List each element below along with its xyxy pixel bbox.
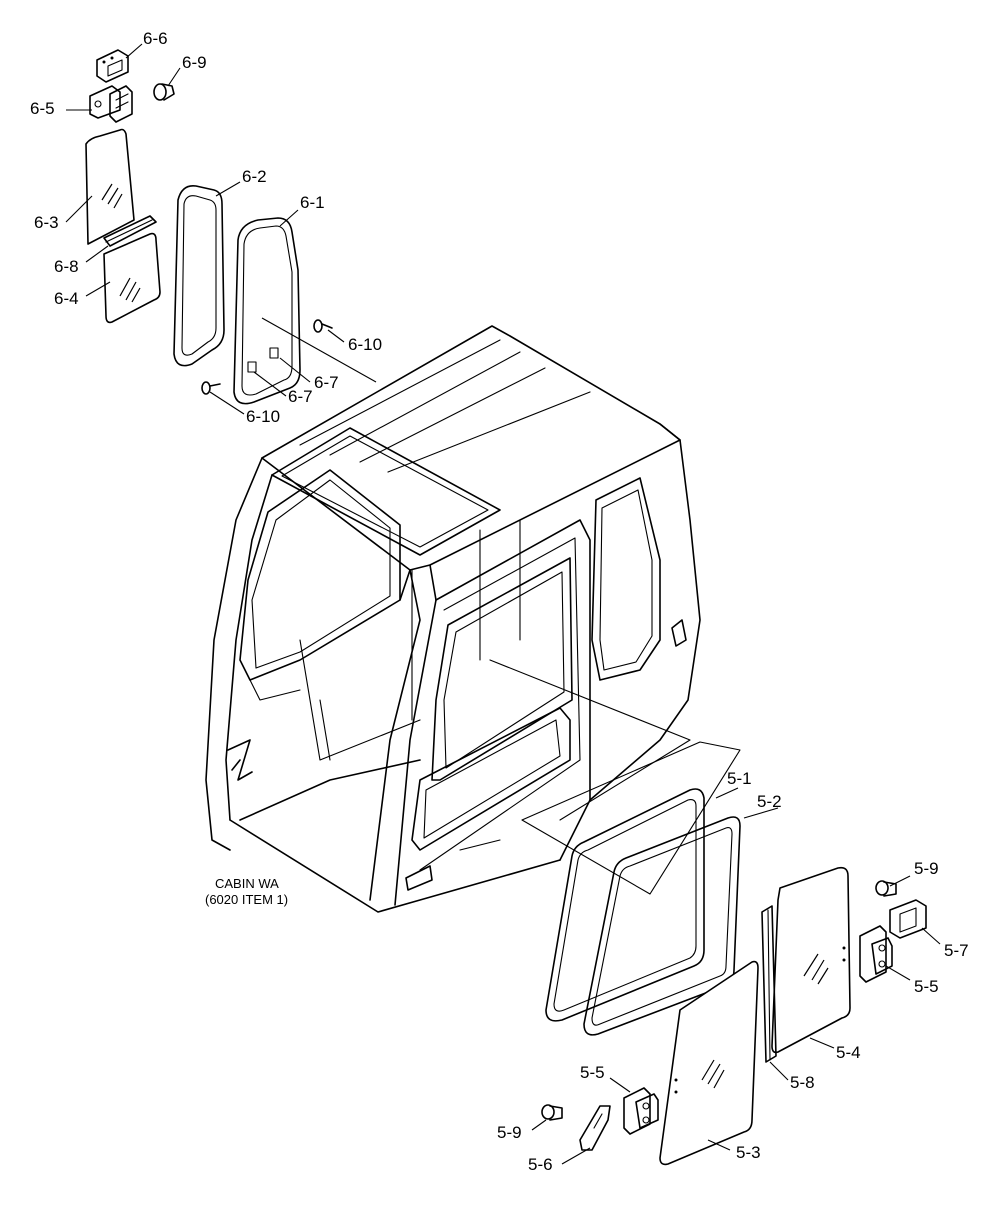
seal-strip-5-8 bbox=[761, 905, 777, 1063]
callout-6-4: 6-4 bbox=[54, 289, 79, 308]
callout-6-3: 6-3 bbox=[34, 213, 59, 232]
hinge-bracket-6-6 bbox=[96, 49, 129, 83]
window-seal-6-2 bbox=[173, 184, 225, 367]
window-seal-5-1 bbox=[545, 788, 705, 1022]
callout-6-6: 6-6 bbox=[143, 29, 168, 48]
callout-5-6: 5-6 bbox=[528, 1155, 553, 1174]
callout-5-9-upper: 5-9 bbox=[914, 859, 939, 878]
callout-6-7-lower: 6-7 bbox=[288, 387, 313, 406]
callout-6-10-lower: 6-10 bbox=[246, 407, 280, 426]
cabin-label-line1: CABIN WA bbox=[215, 876, 279, 891]
hinge-bracket-5-5a bbox=[859, 925, 893, 983]
callout-5-5-lower: 5-5 bbox=[580, 1063, 605, 1082]
callout-5-1: 5-1 bbox=[727, 769, 752, 788]
hinge-bracket-5-5b bbox=[623, 1087, 659, 1135]
window-frame-6-1 bbox=[233, 217, 301, 405]
bolt-6-10b bbox=[201, 381, 221, 395]
hinge-bracket-5-6 bbox=[579, 1105, 611, 1151]
callout-6-5: 6-5 bbox=[30, 99, 55, 118]
callout-5-5-upper: 5-5 bbox=[914, 977, 939, 996]
hinge-bracket-5-7 bbox=[889, 899, 927, 939]
hinge-bracket-6-5 bbox=[89, 85, 133, 123]
bolt-6-9 bbox=[153, 83, 175, 101]
seal-strip-6-8 bbox=[103, 215, 157, 247]
callout-5-2: 5-2 bbox=[757, 792, 782, 811]
glass-panel-6-3 bbox=[85, 128, 135, 245]
callout-5-4: 5-4 bbox=[836, 1043, 861, 1062]
callout-6-7-upper: 6-7 bbox=[314, 373, 339, 392]
callout-6-2: 6-2 bbox=[242, 167, 267, 186]
callout-6-10-upper: 6-10 bbox=[348, 335, 382, 354]
callout-6-9: 6-9 bbox=[182, 53, 207, 72]
glass-panel-6-4 bbox=[103, 232, 161, 324]
bolt-5-9b bbox=[541, 1104, 563, 1121]
cabin-label-line2: (6020 ITEM 1) bbox=[205, 892, 288, 907]
callout-6-8: 6-8 bbox=[54, 257, 79, 276]
window-seal-5-2 bbox=[583, 816, 741, 1036]
cabin-assembly-drawing bbox=[205, 325, 701, 913]
callout-5-8: 5-8 bbox=[790, 1073, 815, 1092]
glass-panel-5-3 bbox=[659, 960, 759, 1166]
callout-5-9-lower: 5-9 bbox=[497, 1123, 522, 1142]
bolt-6-10a bbox=[313, 319, 333, 333]
bolt-5-9a bbox=[875, 880, 897, 897]
callout-6-1: 6-1 bbox=[300, 193, 325, 212]
callout-5-7: 5-7 bbox=[944, 941, 969, 960]
glass-panel-5-4 bbox=[771, 866, 851, 1054]
callout-5-3: 5-3 bbox=[736, 1143, 761, 1162]
